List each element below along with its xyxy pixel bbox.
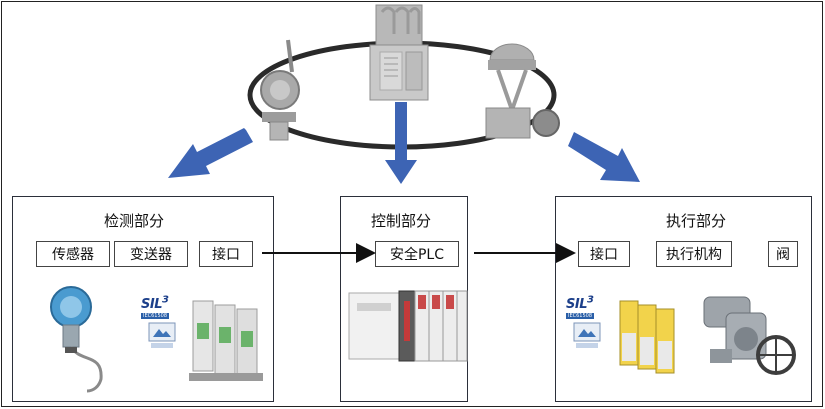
arrow-left	[168, 128, 253, 178]
tag-sensor: 传感器	[36, 241, 110, 267]
safety-controller-icon	[369, 4, 429, 101]
arrow-center	[385, 102, 417, 184]
sil-standard: IEC61508	[566, 313, 595, 319]
section-title: 控制部分	[371, 212, 432, 230]
control-section: 控制部分 安全PLC	[340, 196, 468, 402]
certification-logo-icon	[573, 322, 601, 348]
sil-label: SIL	[141, 297, 162, 312]
relay-modules-icon	[619, 300, 675, 374]
sil-label: SIL	[566, 297, 587, 312]
tag-transmitter: 变送器	[114, 241, 188, 267]
section-title: 检测部分	[104, 212, 165, 230]
sil-level: 3	[586, 294, 594, 306]
detection-section: 检测部分 传感器 变送器 接口 SIL3 IEC61508	[12, 196, 274, 402]
control-valve-icon	[485, 43, 560, 139]
sil-level: 3	[161, 294, 169, 306]
plc-rack-icon	[348, 290, 468, 362]
pressure-transmitter-icon	[50, 286, 103, 393]
certification-logo-icon	[148, 322, 176, 348]
tag-interface: 接口	[578, 241, 630, 267]
tag-valve: 阀	[768, 241, 798, 267]
section-title: 执行部分	[666, 212, 727, 230]
tag-safety-plc: 安全PLC	[375, 241, 459, 267]
electric-actuator-icon	[703, 296, 796, 375]
arrow-right	[568, 132, 640, 182]
sil-standard: IEC61508	[141, 313, 170, 319]
isolator-modules-icon	[189, 300, 263, 381]
transmitter-icon	[260, 39, 300, 141]
sil-badge: SIL3 IEC61508	[141, 293, 170, 319]
execution-section: 执行部分 接口 执行机构 阀 SIL3 IEC61508	[555, 196, 812, 402]
tag-actuator: 执行机构	[656, 241, 732, 267]
tag-interface: 接口	[199, 241, 253, 267]
flow-arrows	[168, 102, 640, 184]
sil-badge: SIL3 IEC61508	[566, 293, 595, 319]
